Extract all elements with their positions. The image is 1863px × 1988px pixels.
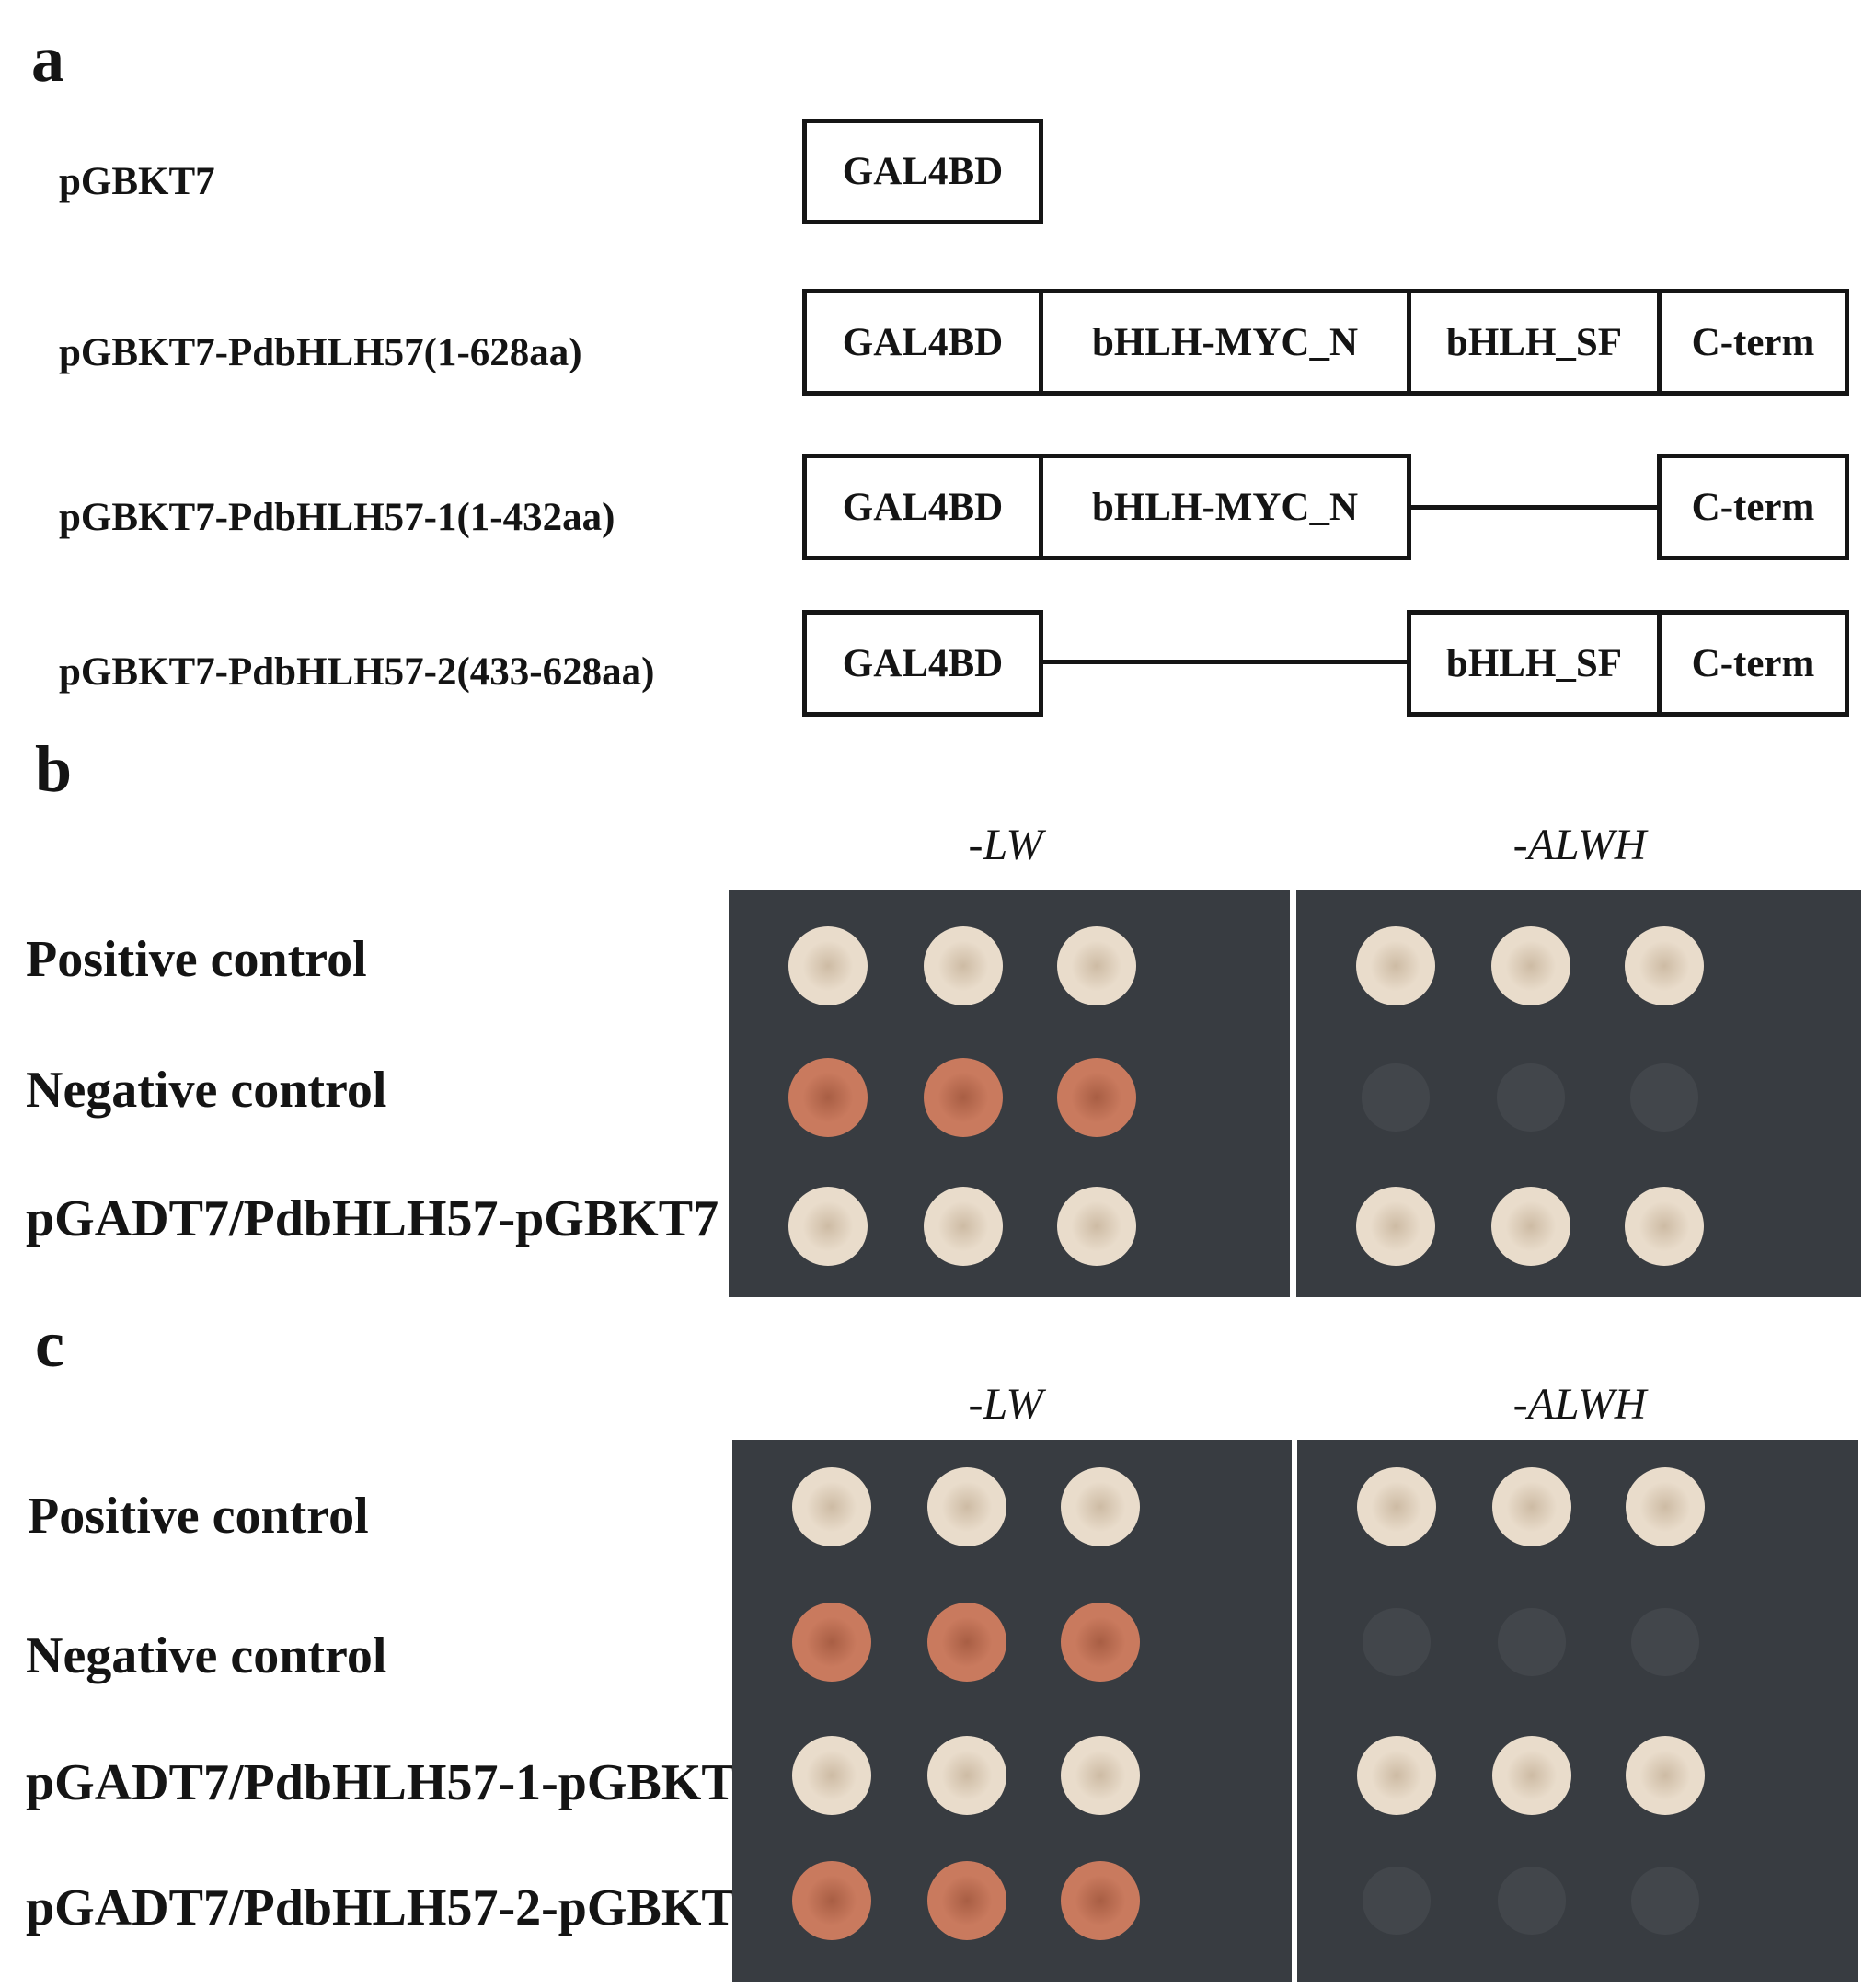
row-label-negative-control: Negative control bbox=[26, 1627, 387, 1684]
colony-spot bbox=[792, 1603, 871, 1682]
row-label-interaction: pGADT7/PdbHLH57-pGBKT7 bbox=[26, 1190, 719, 1247]
domain-gal4bd: GAL4BD bbox=[802, 454, 1043, 560]
colony-spot bbox=[788, 1058, 868, 1137]
colony-spot-no-growth bbox=[1362, 1063, 1430, 1132]
colony-spot-no-growth bbox=[1631, 1867, 1699, 1935]
domain-c-term: C-term bbox=[1657, 454, 1849, 560]
deletion-connector-line bbox=[1411, 505, 1657, 510]
colony-spot bbox=[1357, 1467, 1436, 1546]
domain-gal4bd: GAL4BD bbox=[802, 289, 1043, 396]
domain-bhlh-sf: bHLH_SF bbox=[1407, 610, 1662, 717]
colony-spot bbox=[924, 926, 1003, 1005]
colony-spot bbox=[927, 1467, 1006, 1546]
colony-spot bbox=[1357, 1736, 1436, 1815]
colony-spot bbox=[1626, 1467, 1705, 1546]
construct-label-truncation-1: pGBKT7-PdbHLH57-1(1-432aa) bbox=[59, 496, 615, 539]
construct-label-pgbkt7: pGBKT7 bbox=[59, 160, 215, 203]
colony-spot bbox=[1061, 1603, 1140, 1682]
construct-label-truncation-2: pGBKT7-PdbHLH57-2(433-628aa) bbox=[59, 650, 655, 694]
domain-gal4bd: GAL4BD bbox=[802, 610, 1043, 717]
domain-bhlh-sf: bHLH_SF bbox=[1407, 289, 1662, 396]
colony-spot bbox=[924, 1058, 1003, 1137]
colony-spot bbox=[1492, 1467, 1571, 1546]
colony-spot bbox=[927, 1603, 1006, 1682]
colony-spot bbox=[1491, 1187, 1570, 1266]
column-header-lw: -LW bbox=[968, 821, 1043, 869]
deletion-connector-line bbox=[1043, 660, 1407, 664]
colony-spot bbox=[792, 1861, 871, 1940]
row-label-truncation-2: pGADT7/PdbHLH57-2-pGBKT7 bbox=[26, 1879, 762, 1936]
colony-spot bbox=[1057, 1187, 1136, 1266]
colony-spot bbox=[1491, 926, 1570, 1005]
colony-spot-no-growth bbox=[1630, 1063, 1698, 1132]
colony-spot bbox=[1492, 1736, 1571, 1815]
domain-c-term: C-term bbox=[1657, 289, 1849, 396]
colony-spot bbox=[792, 1467, 871, 1546]
colony-spot bbox=[1057, 1058, 1136, 1137]
colony-spot bbox=[1356, 926, 1435, 1005]
domain-gal4bd: GAL4BD bbox=[802, 119, 1043, 224]
panel-b-letter: b bbox=[35, 732, 73, 806]
construct-label-full-length: pGBKT7-PdbHLH57(1-628aa) bbox=[59, 331, 582, 374]
panel-a-letter: a bbox=[31, 22, 64, 96]
colony-spot bbox=[788, 1187, 868, 1266]
colony-spot bbox=[924, 1187, 1003, 1266]
colony-spot bbox=[927, 1861, 1006, 1940]
colony-spot bbox=[927, 1736, 1006, 1815]
colony-spot bbox=[1625, 926, 1704, 1005]
colony-spot bbox=[788, 926, 868, 1005]
domain-c-term: C-term bbox=[1657, 610, 1849, 717]
domain-bhlh-myc-n: bHLH-MYC_N bbox=[1039, 289, 1411, 396]
domain-bhlh-myc-n: bHLH-MYC_N bbox=[1039, 454, 1411, 560]
plate-alwh bbox=[1297, 1440, 1858, 1982]
colony-spot bbox=[1061, 1861, 1140, 1940]
plate-alwh bbox=[1296, 890, 1861, 1297]
colony-spot bbox=[1057, 926, 1136, 1005]
colony-spot bbox=[1061, 1736, 1140, 1815]
colony-spot bbox=[1356, 1187, 1435, 1266]
colony-spot-no-growth bbox=[1497, 1063, 1565, 1132]
row-label-truncation-1: pGADT7/PdbHLH57-1-pGBKT7 bbox=[26, 1754, 762, 1811]
colony-spot-no-growth bbox=[1363, 1867, 1431, 1935]
plate-lw bbox=[729, 890, 1290, 1297]
colony-spot bbox=[1625, 1187, 1704, 1266]
colony-spot-no-growth bbox=[1498, 1867, 1566, 1935]
row-label-positive-control: Positive control bbox=[28, 1488, 369, 1545]
colony-spot bbox=[792, 1736, 871, 1815]
column-header-alwh: -ALWH bbox=[1512, 821, 1647, 869]
colony-spot bbox=[1626, 1736, 1705, 1815]
colony-spot-no-growth bbox=[1631, 1608, 1699, 1676]
column-header-alwh: -ALWH bbox=[1512, 1380, 1647, 1429]
column-header-lw: -LW bbox=[968, 1380, 1043, 1429]
colony-spot-no-growth bbox=[1363, 1608, 1431, 1676]
row-label-negative-control: Negative control bbox=[26, 1062, 387, 1119]
row-label-positive-control: Positive control bbox=[26, 931, 367, 988]
plate-lw bbox=[732, 1440, 1292, 1982]
panel-c-letter: c bbox=[35, 1307, 64, 1381]
colony-spot-no-growth bbox=[1498, 1608, 1566, 1676]
colony-spot bbox=[1061, 1467, 1140, 1546]
